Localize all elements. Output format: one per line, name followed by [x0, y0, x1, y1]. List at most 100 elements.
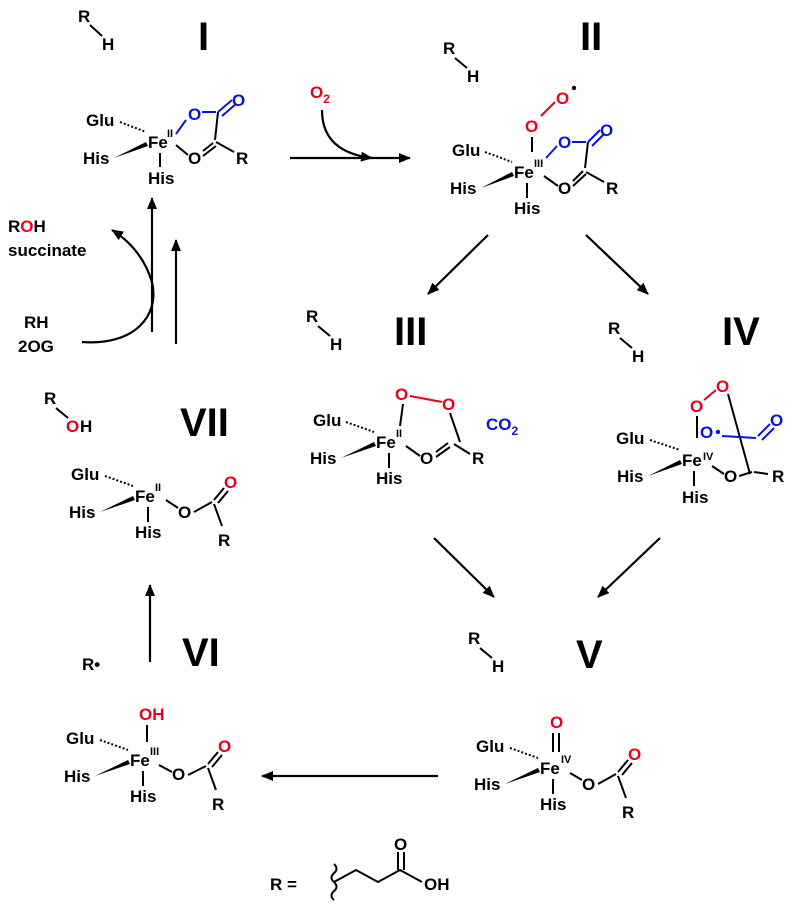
complex-I: I R H Glu Fe II His His O O O R — [78, 7, 248, 188]
fe-center: Fe — [514, 163, 534, 182]
his-ligand: His — [148, 169, 174, 188]
substrate-radical: R• — [82, 655, 100, 674]
carbonyl-oxygen: O — [628, 745, 641, 764]
peroxo-oxygen: O — [716, 377, 729, 396]
complex-V: V R H O Glu Fe IV His His O O R — [468, 629, 641, 822]
label-I: I — [198, 15, 209, 59]
carboxylate-oxygen: O — [178, 503, 191, 522]
cycle-arrows — [81, 153, 661, 781]
glu-ligand: Glu — [66, 729, 94, 748]
substrate-h: H — [492, 657, 504, 676]
succinate-label: succinate — [8, 241, 86, 260]
carboxylate-oxygen: O — [188, 105, 201, 124]
r-group: R — [218, 531, 230, 550]
glu-ligand: Glu — [616, 429, 644, 448]
his-ligand: His — [310, 449, 336, 468]
fe-oxidation-state: IV — [703, 451, 714, 463]
r-group: R — [236, 149, 248, 168]
arrow-II-to-III — [427, 234, 489, 295]
r-group: R — [472, 449, 484, 468]
r-group-definition: R = O OH — [270, 835, 450, 901]
product-r: R — [44, 389, 56, 408]
fe-center: Fe — [540, 759, 560, 778]
substrate-h: H — [102, 35, 114, 54]
co2-product: CO2 — [486, 415, 519, 438]
carboxylate-oxygen: O — [582, 775, 595, 794]
glu-ligand: Glu — [313, 411, 341, 430]
peroxo-oxygen: O — [395, 385, 408, 404]
keto-oxygen: O — [420, 449, 433, 468]
label-V: V — [576, 633, 603, 677]
arrow-II-to-IV — [585, 234, 649, 295]
substrate-r: R — [443, 39, 455, 58]
r-equals-label: R = — [270, 875, 297, 894]
his-ligand: His — [514, 199, 540, 218]
his-ligand: His — [135, 523, 161, 542]
his-ligand: His — [64, 767, 90, 786]
carbonyl-oxygen: O — [218, 737, 231, 756]
glu-ligand: Glu — [452, 141, 480, 160]
carboxylate-oxygen: O — [700, 423, 713, 442]
carbonyl-oxygen: O — [770, 411, 783, 430]
proximal-oxygen: O — [525, 117, 538, 136]
fe-oxidation-state: IV — [561, 754, 572, 766]
fe-oxidation-state: III — [534, 158, 543, 170]
acid-carbonyl-oxygen: O — [394, 835, 407, 854]
arrow-reagent-exchange — [81, 229, 155, 344]
r-group: R — [772, 467, 784, 486]
rh-2og-reagents: RH 2OG — [18, 313, 54, 356]
his-ligand: His — [69, 503, 95, 522]
peroxo-oxygen: O — [442, 395, 455, 414]
complex-IV: IV R H O O O O Glu Fe IV His His O R — [608, 310, 784, 507]
glu-ligand: Glu — [476, 737, 504, 756]
arrow-IV-to-V — [597, 537, 661, 598]
hydroxo-ligand: OH — [139, 705, 165, 724]
his-ligand: His — [83, 149, 109, 168]
carboxylate-oxygen: O — [558, 133, 571, 152]
fe-center: Fe — [682, 451, 702, 470]
glu-ligand: Glu — [71, 465, 99, 484]
acid-hydroxyl: OH — [424, 875, 450, 894]
distal-oxygen: O — [556, 89, 569, 108]
label-III: III — [394, 310, 427, 354]
peroxo-oxygen: O — [690, 397, 703, 416]
fe-center: Fe — [148, 133, 168, 152]
his-ligand: His — [540, 795, 566, 814]
complex-III: III R H O O Glu Fe II His His O R CO2 — [306, 307, 519, 488]
substrate-h: H — [467, 67, 479, 86]
substrate-r: R — [306, 307, 318, 326]
fe-oxidation-state: II — [155, 482, 161, 494]
2og-label: 2OG — [18, 337, 54, 356]
product-h: H — [80, 417, 92, 436]
his-ligand: His — [376, 469, 402, 488]
his-ligand: His — [682, 488, 708, 507]
o2-reagent: O2 — [310, 83, 373, 162]
r-group: R — [622, 803, 634, 822]
r-group: R — [212, 795, 224, 814]
label-IV: IV — [722, 310, 760, 354]
his-ligand: His — [450, 179, 476, 198]
r-group: R — [606, 179, 618, 198]
his-ligand: His — [474, 775, 500, 794]
fe-oxidation-state: III — [150, 746, 159, 758]
oxo-oxygen: O — [550, 713, 563, 732]
label-VII: VII — [180, 401, 229, 445]
arrow-III-to-V — [433, 537, 495, 598]
carboxylate-oxygen: O — [172, 765, 185, 784]
substrate-r: R — [608, 319, 620, 338]
his-ligand: His — [617, 467, 643, 486]
o2-label: O2 — [310, 83, 330, 106]
fe-center: Fe — [376, 433, 396, 452]
carbonyl-oxygen: O — [224, 473, 237, 492]
fe-center: Fe — [135, 487, 155, 506]
complex-VI: VI R• OH Glu Fe III His His O O R — [64, 631, 231, 814]
label-VI: VI — [182, 631, 220, 675]
complex-II: II R H O O Glu Fe III His His O O O R — [443, 15, 618, 218]
roh-succinate-products: ROH succinate — [8, 217, 86, 260]
fe-oxidation-state: II — [167, 128, 173, 140]
rh-label: RH — [24, 313, 49, 332]
complex-VII: VII R O H Glu Fe II His His O O R — [44, 389, 237, 550]
substrate-r: R — [468, 629, 480, 648]
carbonyl-oxygen: O — [232, 91, 245, 110]
